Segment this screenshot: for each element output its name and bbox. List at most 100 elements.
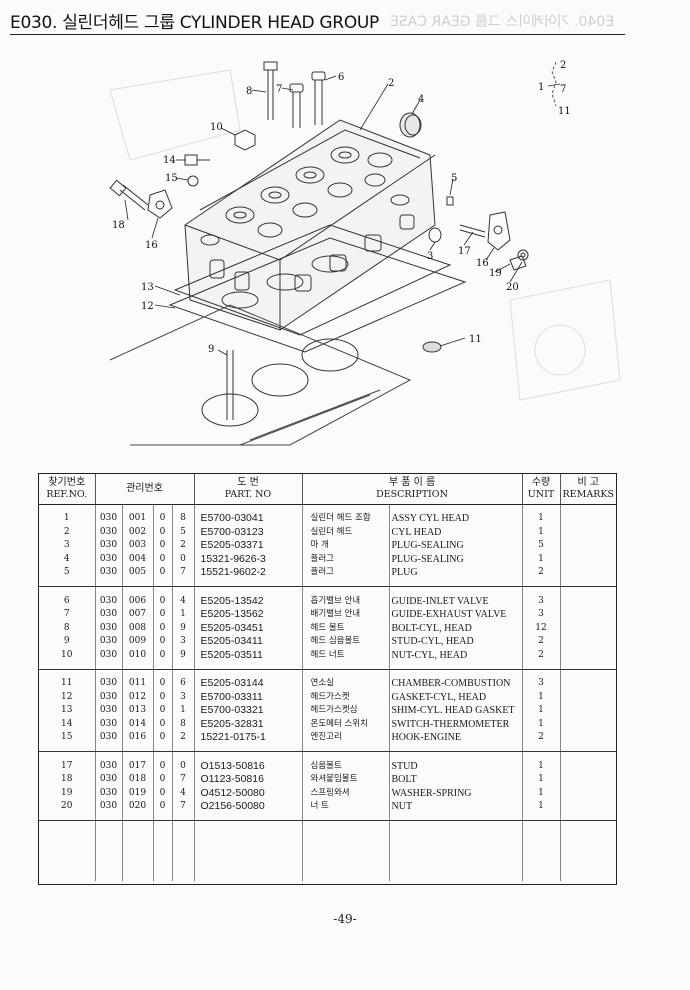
cell-g: 030 <box>95 608 123 622</box>
cell-kr: 실린더 헤드 조합 <box>302 512 390 526</box>
cell-c: 019 <box>122 786 154 800</box>
cell-part: O2156-50080 <box>194 800 303 814</box>
cell-c: 011 <box>122 677 154 691</box>
cell-ref: 6 <box>39 594 96 608</box>
cell-ref: 4 <box>39 552 96 566</box>
cell-kr: 흡기밸브 안내 <box>302 594 390 608</box>
callout-9: 9 <box>208 344 214 355</box>
cell-kr: 헤드 너트 <box>302 648 390 662</box>
spacer-row <box>39 820 616 881</box>
cell-k: 2 <box>172 539 195 553</box>
cell-unit: 1 <box>522 552 561 566</box>
cell-c: 012 <box>122 690 154 704</box>
cell-remarks <box>560 677 616 691</box>
cell-c: 016 <box>122 731 154 745</box>
cell-d: 0 <box>153 635 173 649</box>
cell-unit: 3 <box>522 608 561 622</box>
cell-unit: 3 <box>522 677 561 691</box>
cell-k: 1 <box>172 704 195 718</box>
cell-part: E5205-03511 <box>194 648 303 662</box>
cell-unit: 12 <box>522 621 561 635</box>
cell-desc: STUD <box>389 759 523 773</box>
cell-remarks <box>560 760 616 774</box>
parts-table: 찾기번호 REF.NO. 관리번호 도 번 PART. NO 부 품 이 름 D… <box>38 473 617 885</box>
cell-c: 001 <box>122 512 154 526</box>
cell-g: 030 <box>95 759 123 773</box>
cell-k: 2 <box>172 731 195 745</box>
cell-d: 0 <box>153 566 173 580</box>
cell-unit: 1 <box>522 759 561 773</box>
cell-remarks <box>560 800 616 814</box>
cell-unit: 1 <box>522 690 561 704</box>
cell-d: 0 <box>153 677 173 691</box>
cell-g: 030 <box>95 512 123 526</box>
spacer-row <box>39 744 616 752</box>
callout-8: 8 <box>246 86 252 97</box>
cell-d: 0 <box>153 594 173 608</box>
header-ref: 찾기번호 REF.NO. <box>39 474 96 505</box>
cell-g: 030 <box>95 621 123 635</box>
cell-unit: 1 <box>522 512 561 526</box>
spacer-row <box>39 669 616 677</box>
cell-k: 5 <box>172 525 195 539</box>
cell-desc: NUT-CYL, HEAD <box>389 648 523 662</box>
cell-k: 7 <box>172 773 195 787</box>
cell-c: 007 <box>122 608 154 622</box>
cell-g: 030 <box>95 773 123 787</box>
cell-remarks <box>560 704 616 718</box>
cell-part: E5700-03321 <box>194 704 303 718</box>
cell-k: 8 <box>172 512 195 526</box>
cell-desc: STUD-CYL, HEAD <box>389 635 523 649</box>
cell-desc: NUT <box>389 800 523 814</box>
cell-d: 0 <box>153 717 173 731</box>
cell-ref: 15 <box>39 731 96 745</box>
cell-part: 15221-0175-1 <box>194 731 303 745</box>
index-11: 11 <box>558 106 571 117</box>
spacer-row <box>39 586 616 595</box>
cell-ref: 10 <box>39 648 96 662</box>
page-number: -49- <box>333 912 357 926</box>
cell-part: 15521-9602-2 <box>194 566 303 580</box>
cell-g: 030 <box>95 731 123 745</box>
cell-unit: 3 <box>522 594 561 608</box>
cell-g: 030 <box>95 704 123 718</box>
cell-g: 030 <box>95 635 123 649</box>
cell-ref: 20 <box>39 800 96 814</box>
cell-kr: 헤드 심음볼트 <box>302 635 390 649</box>
cell-k: 9 <box>172 621 195 635</box>
cell-kr: 헤드 볼트 <box>302 621 390 635</box>
cell-k: 4 <box>172 594 195 608</box>
cell-remarks <box>560 608 616 622</box>
callout-2: 2 <box>388 78 394 89</box>
index-2: 2 <box>560 60 566 71</box>
spacer-row <box>39 751 616 760</box>
cell-unit: 1 <box>522 773 561 787</box>
cell-d: 0 <box>153 773 173 787</box>
cell-desc: PLUG-SEALING <box>389 539 523 553</box>
cell-desc: GUIDE-EXHAUST VALVE <box>389 608 523 622</box>
cell-unit: 1 <box>522 525 561 539</box>
cell-d: 0 <box>153 552 173 566</box>
cell-ref: 1 <box>39 512 96 526</box>
cell-kr: 헤드가스켓 <box>302 690 390 704</box>
cell-unit: 5 <box>522 539 561 553</box>
cell-d: 0 <box>153 525 173 539</box>
cell-kr: 배기밸브 안내 <box>302 608 390 622</box>
cell-c: 013 <box>122 704 154 718</box>
cell-k: 0 <box>172 552 195 566</box>
cell-remarks <box>560 649 616 663</box>
cell-remarks <box>560 635 616 649</box>
cell-k: 8 <box>172 717 195 731</box>
spacer-row <box>39 504 616 512</box>
header-mgmt: 관리번호 <box>95 474 195 505</box>
cylinder-head-drawing: 8 7 6 2 4 10 14 15 18 16 5 3 17 16 19 20… <box>109 60 621 446</box>
cell-kr: 너 트 <box>302 800 390 814</box>
cell-ref: 18 <box>39 773 96 787</box>
